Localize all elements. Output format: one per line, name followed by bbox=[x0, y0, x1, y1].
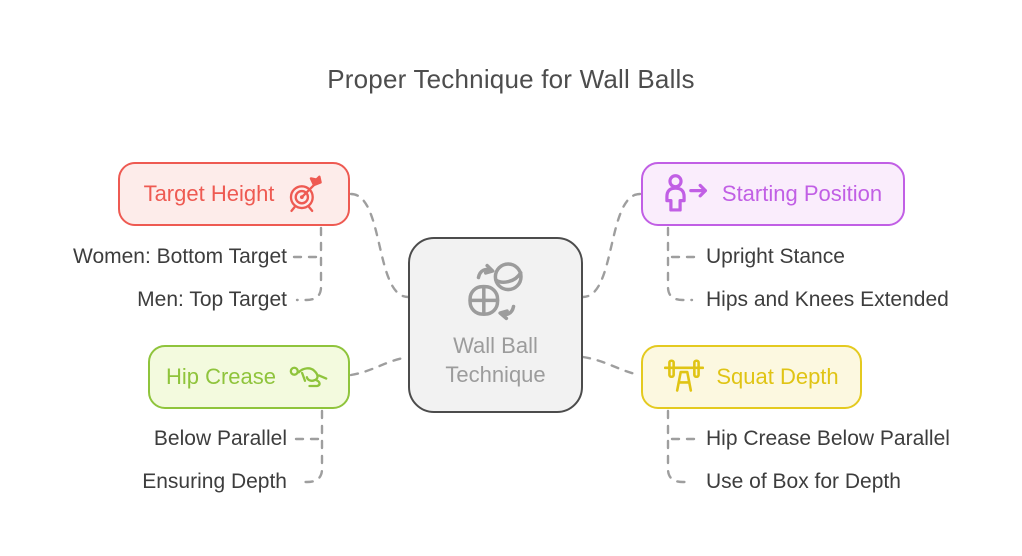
connector-starting-position-to-center bbox=[581, 192, 642, 299]
dartboard-arrow-icon bbox=[290, 175, 323, 213]
item-use-of-box-for-depth: Use of Box for Depth bbox=[706, 470, 901, 493]
item-women-bottom-target: Women: Bottom Target bbox=[73, 245, 287, 268]
wall-balls-swap-icon bbox=[467, 262, 523, 321]
connector-squat-depth-items bbox=[666, 409, 694, 484]
item-hips-knees-extended: Hips and Knees Extended bbox=[706, 288, 949, 311]
branch-node-target-height: Target Height bbox=[118, 162, 350, 226]
connector-hip-crease-to-center bbox=[349, 355, 410, 377]
center-node-label-line1: Wall Ball bbox=[453, 333, 538, 359]
center-node-wall-ball-technique: Wall Ball Technique bbox=[408, 237, 583, 413]
connector-target-height-items bbox=[295, 226, 323, 302]
barbell-squat-icon bbox=[664, 359, 705, 392]
crouched-figure-icon bbox=[289, 366, 328, 388]
center-node-label: Wall Ball Technique bbox=[445, 332, 545, 389]
center-node-label-line2: Technique bbox=[445, 362, 546, 387]
branch-label-squat-depth: Squat Depth bbox=[716, 364, 839, 389]
connector-starting-position-items bbox=[666, 226, 694, 302]
item-men-top-target: Men: Top Target bbox=[137, 288, 287, 311]
branch-node-starting-position: Starting Position bbox=[641, 162, 905, 226]
item-hip-crease-below-parallel: Hip Crease Below Parallel bbox=[706, 427, 950, 450]
diagram-title: Proper Technique for Wall Balls bbox=[327, 64, 695, 94]
item-below-parallel: Below Parallel bbox=[153, 427, 287, 450]
connector-squat-depth-to-center bbox=[581, 355, 642, 377]
branch-node-squat-depth: Squat Depth bbox=[641, 345, 862, 409]
person-forward-arrow-icon bbox=[665, 174, 707, 212]
branch-label-target-height: Target Height bbox=[143, 181, 275, 206]
branch-label-starting-position: Starting Position bbox=[721, 181, 883, 206]
connector-target-height-to-center bbox=[349, 192, 410, 299]
item-upright-stance: Upright Stance bbox=[706, 245, 845, 268]
branch-node-hip-crease: Hip Crease bbox=[148, 345, 350, 409]
connector-hip-crease-items bbox=[296, 409, 324, 484]
item-ensuring-depth: Ensuring Depth bbox=[142, 470, 287, 493]
branch-label-hip-crease: Hip Crease bbox=[165, 364, 277, 389]
